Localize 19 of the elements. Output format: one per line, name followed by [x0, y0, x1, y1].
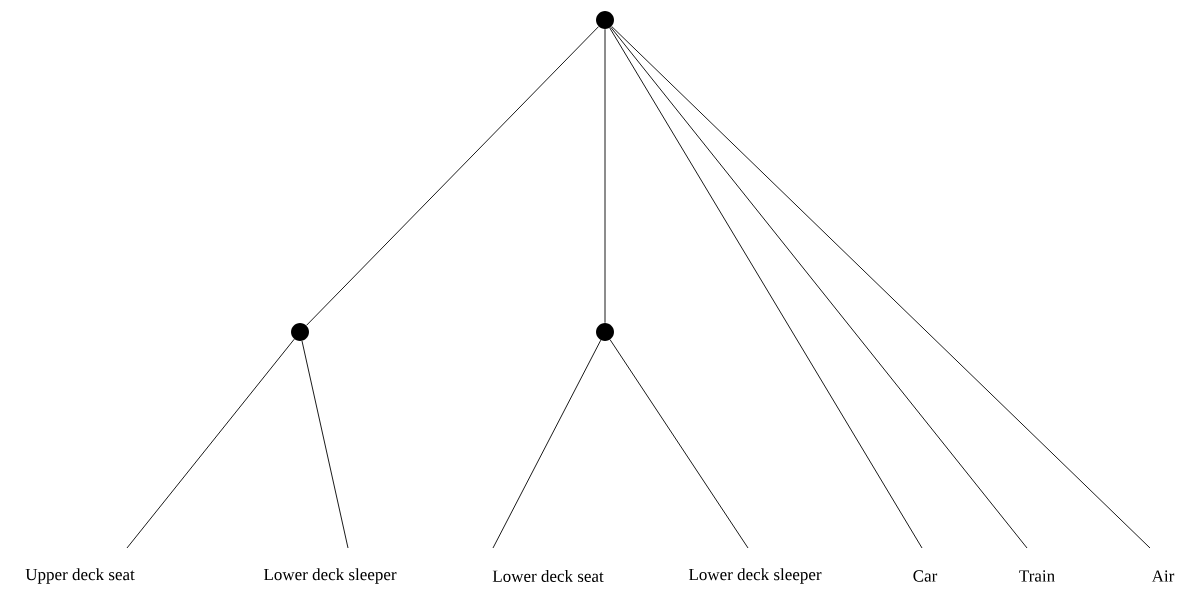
connector-line	[604, 28, 606, 324]
connector-line	[492, 339, 602, 549]
leaf-label: Air	[1151, 570, 1175, 582]
leaf-label: Lower deck sleeper	[688, 568, 822, 584]
connector-line	[126, 338, 295, 549]
connector-line	[609, 27, 923, 549]
leaf-label: Train	[1019, 570, 1055, 582]
connector-line	[610, 26, 1028, 549]
connector-line	[306, 26, 600, 326]
connector-line	[609, 339, 749, 549]
leaf-label: Car	[913, 570, 938, 582]
leaf-label: Lower deck seat	[492, 570, 604, 582]
leaf-label: Lower deck sleeper	[263, 568, 397, 584]
junction-dot	[596, 323, 614, 341]
connector-line	[611, 25, 1151, 549]
leaf-label: Upper deck seat	[25, 568, 135, 584]
junction-dot	[596, 11, 614, 29]
connector-line	[301, 340, 349, 549]
junction-dot	[291, 323, 309, 341]
